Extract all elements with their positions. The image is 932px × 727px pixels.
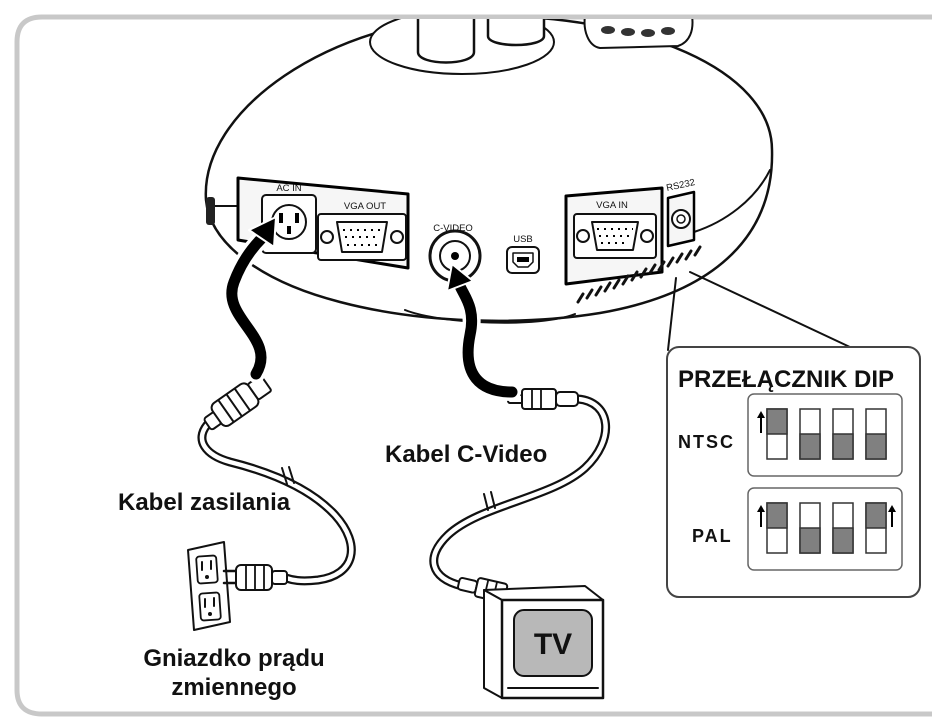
neck-column-right: [486, 19, 546, 47]
power-cable: [197, 420, 356, 586]
dip-switch-lever-down: [799, 433, 821, 460]
side-button: [206, 197, 215, 225]
c-video-connection-arrow: [446, 263, 521, 401]
dip-switch-lever-up: [766, 408, 788, 435]
dip-switch-lever-down: [865, 433, 887, 460]
control-buttons: [601, 26, 675, 37]
dip-switch-2: [799, 408, 821, 460]
dip-switch-lever-down: [799, 527, 821, 554]
wall-outlet-icon: [187, 541, 231, 631]
dip-switch-3: [832, 502, 854, 554]
dip-switch-title: PRZEŁĄCZNIK DIP: [678, 366, 894, 393]
c-video-cable: [429, 394, 611, 591]
cable-break-mark: [483, 491, 496, 511]
power-cable-label: Kabel zasilania: [118, 489, 291, 516]
rca-plug-icon: [507, 388, 579, 410]
dip-switch-3: [832, 408, 854, 460]
vga-out-label: VGA OUT: [344, 201, 386, 212]
callout-lines: [667, 271, 853, 351]
outlet-label-line1: Gniazdko prądu: [143, 645, 324, 672]
rs232-port: [671, 209, 691, 229]
vent-slots: [576, 245, 702, 304]
dip-switch-2: [799, 502, 821, 554]
dip-switches-ntsc: [757, 408, 887, 460]
vga-in-port: [573, 213, 657, 259]
power-connection-arrow: [222, 216, 277, 383]
c-video-cable-label: Kabel C-Video: [385, 441, 547, 468]
document-camera-icon: AC IN VGA OUT C-VIDEO USB: [204, 19, 774, 324]
up-arrow-icon: [757, 505, 765, 527]
dip-mode-label-pal: PAL: [692, 526, 733, 546]
up-arrow-icon: [888, 505, 896, 527]
usb-port: [506, 246, 540, 274]
dip-switch-1: [757, 408, 788, 460]
dip-switch-4: [865, 502, 896, 554]
dip-switch-lever-down: [832, 433, 854, 460]
vga-in-label: VGA IN: [596, 200, 628, 211]
tv-icon: TV: [483, 585, 605, 700]
device-foot: [404, 309, 576, 324]
cable-break-mark: [281, 466, 295, 485]
control-panel: [583, 19, 694, 49]
tv-label: TV: [534, 628, 572, 661]
dip-switch-4: [865, 408, 887, 460]
dip-switches-pal: [757, 502, 896, 554]
dip-switch-lever-down: [832, 527, 854, 554]
power-plug-icon: [203, 374, 272, 431]
outlet-label-line2: zmiennego: [171, 674, 296, 701]
vga-out-port: [317, 213, 407, 261]
usb-label: USB: [513, 234, 533, 245]
neck-column-left: [416, 19, 476, 64]
dip-switch-1: [757, 502, 788, 554]
ac-in-label: AC IN: [276, 183, 301, 194]
up-arrow-icon: [757, 411, 765, 433]
dip-mode-label-ntsc: NTSC: [678, 432, 735, 452]
outlet-plug: [222, 564, 288, 591]
c-video-label: C-VIDEO: [433, 223, 473, 234]
outer-frame: [14, 14, 932, 717]
dip-switch-lever-up: [865, 502, 887, 529]
device-waist-line-right: [693, 169, 771, 233]
dip-switch-lever-up: [766, 502, 788, 529]
